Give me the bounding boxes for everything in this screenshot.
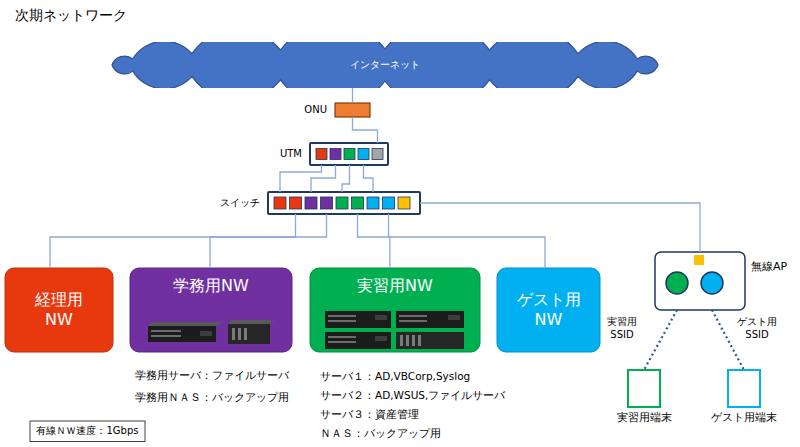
rack-server bbox=[148, 322, 222, 342]
utm-ports bbox=[316, 149, 383, 160]
network-cable bbox=[389, 214, 545, 268]
node-label: 実習用NW bbox=[357, 276, 433, 296]
access-point-box: 無線AP bbox=[655, 252, 745, 310]
node-label: スイッチ bbox=[220, 197, 260, 210]
node-label: ONU bbox=[304, 104, 327, 117]
network-cable bbox=[353, 117, 378, 143]
diagram-title: 次期ネットワーク bbox=[15, 7, 127, 25]
network-box-shape bbox=[310, 268, 480, 352]
network-cable bbox=[352, 84, 353, 103]
switch-box-shape bbox=[268, 192, 420, 214]
note-box-shape bbox=[30, 421, 145, 442]
nas-device bbox=[396, 332, 464, 349]
internet-cloud: インターネット bbox=[105, 42, 665, 88]
port bbox=[316, 149, 327, 160]
server-note: 学務用サーバ：ファイルサーバ bbox=[135, 369, 289, 382]
utm-box: UTM bbox=[310, 143, 388, 165]
rack-server bbox=[396, 311, 464, 328]
network-box-shape bbox=[497, 268, 600, 352]
cloud-outline bbox=[112, 42, 658, 88]
node-label: インターネット bbox=[350, 59, 420, 72]
port bbox=[367, 197, 379, 209]
ssid-radio bbox=[666, 272, 688, 294]
switch-box: スイッチ bbox=[268, 192, 420, 214]
port bbox=[290, 197, 302, 209]
nas-device bbox=[228, 320, 274, 344]
network-box: 実習用NW bbox=[310, 268, 480, 352]
server-note: サーバ３：資産管理 bbox=[320, 408, 419, 421]
node-label: 有線ＮＷ速度：1Gbps bbox=[36, 425, 138, 438]
network-cable bbox=[210, 214, 326, 268]
port bbox=[352, 197, 364, 209]
network-cable bbox=[364, 165, 374, 192]
port bbox=[274, 197, 286, 209]
onu-box-shape bbox=[335, 103, 370, 117]
note-box: 有線ＮＷ速度：1Gbps bbox=[30, 421, 145, 442]
port bbox=[398, 197, 410, 209]
node-label: 無線AP bbox=[751, 260, 787, 274]
network-cable bbox=[50, 214, 295, 268]
uplink-port bbox=[694, 255, 704, 265]
ssid-radio bbox=[701, 272, 723, 294]
port bbox=[321, 197, 333, 209]
network-cable bbox=[420, 203, 700, 252]
switch-ports bbox=[274, 197, 410, 209]
network-box: 学務用NW bbox=[130, 268, 292, 352]
port bbox=[330, 149, 341, 160]
access-point-parts bbox=[666, 255, 723, 294]
wireless-link bbox=[644, 310, 677, 370]
node-label: 実習用端末 bbox=[617, 411, 672, 425]
server-note: 学務用ＮＡＳ：バックアップ用 bbox=[135, 391, 289, 404]
network-cable bbox=[311, 165, 335, 192]
server-note: ＮＡＳ：バックアップ用 bbox=[320, 427, 441, 440]
network-cable bbox=[358, 214, 390, 268]
network-cable bbox=[342, 165, 349, 192]
node-label: ゲスト用 NW bbox=[517, 290, 581, 330]
rack-server bbox=[325, 311, 391, 328]
server-note: サーバ１：AD,VBCorp,Syslog bbox=[320, 370, 470, 383]
port bbox=[344, 149, 355, 160]
terminal-box: ゲスト用端末 bbox=[728, 370, 760, 407]
onu-box: ONU bbox=[335, 103, 370, 117]
rack-server bbox=[325, 332, 391, 349]
port bbox=[383, 197, 395, 209]
node-label: ゲスト用端末 bbox=[711, 411, 777, 425]
network-box: ゲスト用 NW bbox=[497, 268, 600, 352]
node-label: 学務用NW bbox=[173, 276, 249, 296]
server-note: サーバ２：AD,WSUS,ファイルサーバ bbox=[320, 389, 505, 402]
network-box: 経理用 NW bbox=[5, 268, 113, 352]
port bbox=[372, 149, 383, 160]
servers bbox=[148, 311, 464, 349]
terminal-box-shape bbox=[728, 370, 760, 407]
utm-box-shape bbox=[310, 143, 388, 165]
wireless-link bbox=[712, 310, 744, 370]
port bbox=[336, 197, 348, 209]
network-box-shape bbox=[5, 268, 113, 352]
cloud-shape bbox=[105, 42, 665, 88]
ssid-label: 実習用 SSID bbox=[607, 316, 637, 341]
network-box-shape bbox=[130, 268, 292, 352]
port bbox=[358, 149, 369, 160]
node-label: UTM bbox=[280, 148, 302, 161]
terminal-box-shape bbox=[628, 370, 660, 407]
ssid-label: ゲスト用 SSID bbox=[737, 316, 777, 341]
access-point-box-shape bbox=[655, 252, 745, 310]
port bbox=[305, 197, 317, 209]
node-label: 経理用 NW bbox=[35, 290, 83, 330]
terminal-box: 実習用端末 bbox=[628, 370, 660, 407]
